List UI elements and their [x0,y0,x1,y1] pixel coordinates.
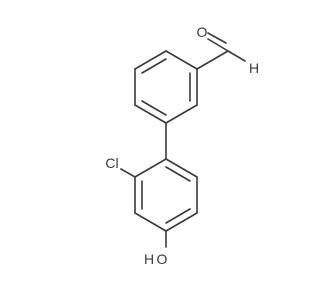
hydroxyl-group: H O [144,230,168,267]
bond [227,50,246,62]
aldehyde-group: O H [196,24,259,76]
bond [207,38,229,52]
bond [134,50,167,70]
bond [165,158,198,178]
double-bond [207,32,227,44]
double-bond-inner [165,208,191,224]
atom-label-cl: Cl [105,155,118,171]
structure-diagram: O H Cl H O [105,24,259,267]
double-bond-inner [165,166,191,182]
bond [134,212,167,232]
atom-label-h-hydroxyl: H [144,251,154,267]
bond [134,158,167,178]
bond [134,104,167,124]
atom-label-h-aldehyde: H [249,60,259,76]
lower-ring [134,158,198,232]
bond [196,50,229,70]
atom-label-o-hydroxyl: O [157,251,168,267]
chloro-group: Cl [105,155,136,178]
double-bond-inner [141,100,167,116]
atom-label-o-carbonyl: O [197,24,208,40]
bond [165,104,198,124]
upper-ring [134,50,198,124]
bond [165,50,198,70]
bond [165,212,198,232]
double-bond-inner [141,58,167,74]
bond [120,168,136,178]
